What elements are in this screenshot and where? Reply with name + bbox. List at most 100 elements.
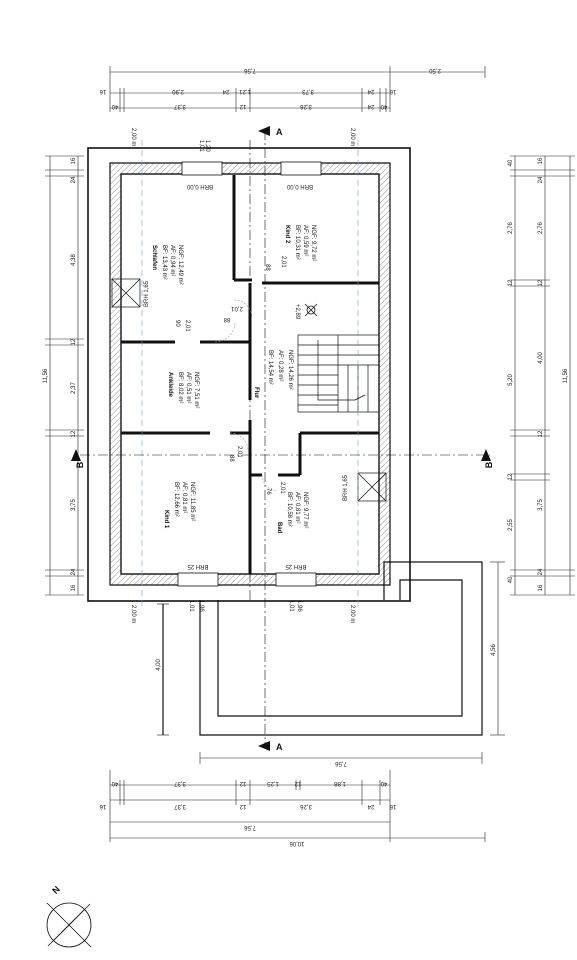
room-kind2: Kind 2 BF: 10,31 m² AF: 0,59 m² NGF: 9,7… bbox=[284, 225, 316, 261]
room-name: Ankleide bbox=[167, 372, 173, 398]
staircase bbox=[297, 334, 380, 413]
room-bf: BF: 8,02 m² bbox=[177, 372, 183, 403]
top-dim-5: 3,73 bbox=[302, 88, 314, 94]
section-b-right: B bbox=[484, 461, 494, 468]
door-dim: 2,01 bbox=[231, 305, 243, 311]
section-a-bottom: A bbox=[276, 742, 283, 752]
room-name: Kind 1 bbox=[163, 510, 169, 529]
top-dim-r2-3: 12 bbox=[239, 103, 246, 109]
right-outer-dim-4: 12 bbox=[538, 279, 544, 286]
room-flur: Flur BF: 14,54 m² AF: 0,28 m² NGF: 14,26… bbox=[253, 350, 293, 399]
section-a-top: A bbox=[276, 127, 283, 137]
brh-label: BRH 0,00 bbox=[186, 183, 213, 189]
bottom-dim-r2-5: 24 bbox=[367, 803, 374, 809]
room-bf: BF: 10,58 m² bbox=[286, 492, 292, 527]
room-bf: BF: 13,43 m² bbox=[161, 245, 167, 280]
right-inner-dim-2: 2,76 bbox=[508, 222, 514, 234]
room-ngf: NGF: 9,72 m² bbox=[310, 225, 316, 261]
right-outer-dim-8: 24 bbox=[538, 568, 544, 575]
door-dim: 2,01 bbox=[236, 446, 242, 458]
top-total-dim: 7,56 bbox=[244, 67, 256, 73]
right-outer-dim-6: 12 bbox=[538, 430, 544, 437]
room-ankleide: Ankleide BF: 8,02 m² AF: 0,51 m² NGF: 7,… bbox=[167, 372, 199, 408]
terrace bbox=[157, 561, 483, 736]
window-dim: 1,01 bbox=[188, 600, 194, 612]
bottom-overall-dim: 10,06 bbox=[289, 840, 305, 846]
door-dim: 88 bbox=[264, 264, 270, 271]
top-dim-r2-5: 24 bbox=[367, 103, 374, 109]
bottom-dim-r2-6: 16 bbox=[389, 803, 396, 809]
section-b-left: B bbox=[75, 461, 85, 468]
top-dim-3: 24 bbox=[222, 88, 229, 94]
headroom-label: 2,00 m bbox=[130, 128, 136, 146]
terrace-dim-line bbox=[199, 752, 483, 764]
level-label: +2,89 bbox=[294, 304, 300, 320]
windows bbox=[177, 161, 322, 587]
left-dim-5: 2,37 bbox=[71, 382, 77, 394]
top-dim-2: 2,90 bbox=[172, 88, 184, 94]
bottom-dim-r2-3: 12 bbox=[239, 803, 246, 809]
right-inner-dim-4: 5,20 bbox=[508, 374, 514, 386]
right-inner-dim-3: 12 bbox=[508, 279, 514, 286]
left-dim-2: 24 bbox=[71, 176, 77, 183]
room-af: AF: 0,28 m² bbox=[277, 350, 283, 381]
room-af: AF: 0,81 m² bbox=[294, 492, 300, 523]
room-af: AF: 0,59 m² bbox=[302, 225, 308, 256]
room-schlafen: Schlafen BF: 13,43 m² AF: 0,94 m² NGF: 1… bbox=[151, 245, 183, 285]
section-lines bbox=[80, 130, 490, 745]
left-dim-9: 16 bbox=[71, 584, 77, 591]
room-ngf: NGF: 7,51 m² bbox=[193, 372, 199, 408]
left-dim-8: 24 bbox=[71, 568, 77, 575]
room-af: AF: 0,81 m² bbox=[181, 482, 187, 513]
bottom-dim-6: 1,88 bbox=[334, 780, 346, 786]
top-dim-4: 1,21 bbox=[239, 88, 251, 94]
room-name: Schlafen bbox=[151, 245, 157, 270]
bottom-dim-5: 12 bbox=[294, 780, 301, 786]
top-dim-7: 16 bbox=[389, 88, 396, 94]
room-name: Flur bbox=[253, 387, 259, 399]
right-outer-dim-5: 4,00 bbox=[538, 352, 544, 364]
room-bf: BF: 12,66 m² bbox=[173, 482, 179, 517]
terrace-left-dim: 4,00 bbox=[156, 659, 162, 671]
north-label: N bbox=[50, 884, 62, 896]
brh-label: BRH 1,65 bbox=[144, 280, 150, 307]
room-name: Kind 2 bbox=[284, 225, 290, 244]
bottom-dim-2: 3,37 bbox=[174, 780, 186, 786]
room-ngf: NGF: 9,77 m² bbox=[302, 492, 308, 528]
headroom-lines bbox=[141, 140, 359, 610]
door-dim: 2,01 bbox=[184, 320, 190, 332]
room-af: AF: 0,51 m² bbox=[185, 372, 191, 403]
top-dim-r2-4: 3,26 bbox=[300, 103, 312, 109]
section-markers bbox=[71, 126, 491, 751]
bottom-total-dim: 7,56 bbox=[244, 824, 256, 830]
top-dim-1: 16 bbox=[99, 88, 106, 94]
right-outer-dim-7: 3,75 bbox=[538, 499, 544, 511]
left-total-dim: 11,56 bbox=[43, 368, 49, 383]
brh-label: BRH 0,00 bbox=[286, 183, 313, 189]
left-dim-1: 16 bbox=[71, 157, 77, 164]
door-dim: 2,01 bbox=[279, 482, 285, 494]
headroom-label: 2,00 m bbox=[130, 605, 136, 623]
room-bf: BF: 14,54 m² bbox=[267, 350, 273, 385]
bottom-dim-r2-4: 3,26 bbox=[300, 803, 312, 809]
window-dim: 1,01 bbox=[288, 600, 294, 612]
top-dim-r2-1: 40 bbox=[111, 103, 118, 109]
top-dim-r2-2: 3,37 bbox=[174, 103, 186, 109]
door-swings bbox=[214, 299, 279, 492]
right-inner-dim-5: 12 bbox=[508, 473, 514, 480]
door-dim: 90 bbox=[174, 320, 180, 327]
bottom-dim-r2-1: 16 bbox=[99, 803, 106, 809]
left-dim-7: 3,75 bbox=[71, 499, 77, 511]
right-outer-dim-3: 2,76 bbox=[538, 222, 544, 234]
window-dim: 1,20 bbox=[204, 140, 210, 152]
bottom-dimensions bbox=[109, 770, 486, 842]
right-inner-dim-7: 40 bbox=[508, 576, 514, 583]
brh-label: BRH 25 bbox=[285, 563, 307, 569]
door-dim: 76 bbox=[265, 488, 271, 495]
right-inner-dim-6: 2,55 bbox=[508, 519, 514, 531]
bottom-dim-r2-2: 3,37 bbox=[174, 803, 186, 809]
terrace-width-dim: 7,56 bbox=[335, 760, 347, 766]
left-dim-6: 12 bbox=[71, 430, 77, 437]
headroom-label: 2,00 m bbox=[349, 128, 355, 146]
